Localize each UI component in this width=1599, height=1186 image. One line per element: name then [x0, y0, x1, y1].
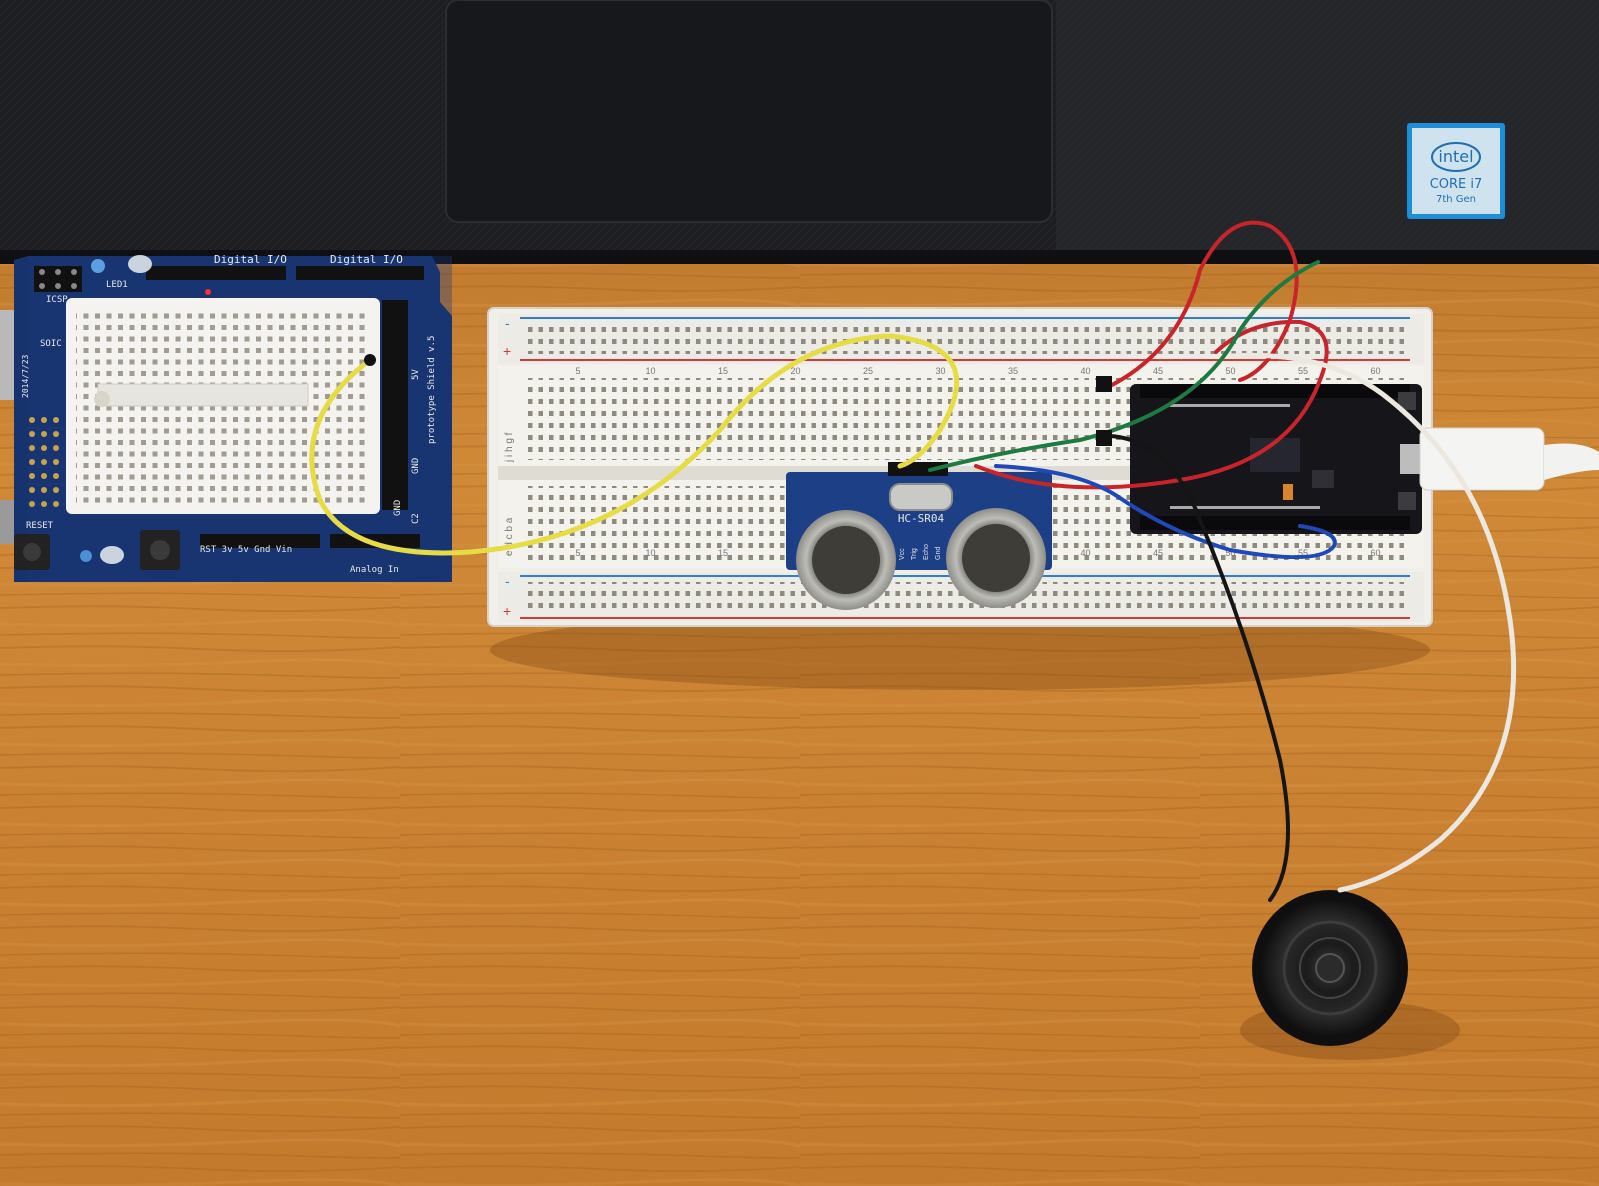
- label-digital-io-1: Digital I/O: [214, 253, 287, 266]
- column-number-55-top: 55: [1298, 366, 1308, 376]
- column-number-55-bottom: 55: [1298, 548, 1308, 558]
- label-led1: LED1: [106, 280, 128, 290]
- rail-minus-top: -: [505, 315, 510, 331]
- column-number-5-top: 5: [575, 366, 580, 376]
- column-number-15-top: 15: [718, 366, 728, 376]
- clear-led-bottom: [100, 546, 124, 564]
- intel-line2: 7th Gen: [1436, 194, 1476, 205]
- wire-white: [1229, 352, 1517, 893]
- proto-pads-left: [29, 417, 59, 507]
- intel-badge: intel CORE i7 7th Gen: [1407, 123, 1505, 219]
- column-number-40-bottom: 40: [1080, 548, 1090, 558]
- wire-red-2: [974, 319, 1329, 490]
- column-number-50-bottom: 50: [1225, 548, 1235, 558]
- wire-green: [928, 260, 1320, 472]
- label-analog-in: Analog In: [350, 565, 399, 575]
- label-5v: 5V: [411, 369, 421, 380]
- blue-led-bottom: [80, 550, 92, 562]
- nodemcu-button-2: [1398, 492, 1416, 510]
- wire-yellow: [309, 333, 960, 556]
- nodemcu-board: [1130, 384, 1422, 534]
- row-letters-top: j i h g f: [504, 432, 515, 463]
- laptop-right-side: [1056, 0, 1599, 250]
- sensor-model-label: HC-SR04: [898, 512, 945, 525]
- label-gnd-2: GND: [393, 500, 403, 516]
- column-number-10-bottom: 10: [645, 548, 655, 558]
- intel-brand: intel: [1438, 147, 1473, 166]
- sensor-pin-trig: Trig: [911, 548, 918, 560]
- label-digital-io-2: Digital I/O: [330, 253, 403, 266]
- label-model: prototype Shield v.5: [427, 336, 437, 444]
- nodemcu-button-1: [1398, 392, 1416, 410]
- label-reset: RESET: [26, 521, 54, 531]
- column-number-35-top: 35: [1008, 366, 1018, 376]
- column-number-60-top: 60: [1370, 366, 1380, 376]
- rail-plus-bottom: +: [503, 603, 511, 619]
- laptop-touchpad: [445, 0, 1053, 223]
- clear-led-top: [128, 255, 152, 273]
- header-socket-top-2: [296, 266, 424, 280]
- mini-breadboard-channel: [97, 383, 309, 407]
- column-number-30-top: 30: [935, 366, 945, 376]
- wire-red-1: [1108, 220, 1299, 388]
- label-c2: C2: [411, 513, 421, 524]
- header-socket-bottom-1: [200, 534, 320, 548]
- sensor-pin-vcc: Vcc: [899, 548, 906, 560]
- sensor-pin-labels: Vcc Trig Echo Gnd: [899, 544, 942, 560]
- header-socket-right: [382, 300, 408, 510]
- arduino-prototype-shield: Digital I/O Digital I/O ICSP SOIC LED1 R…: [0, 253, 452, 582]
- usb-cable: [1419, 427, 1599, 491]
- column-number-45-bottom: 45: [1153, 548, 1163, 558]
- blue-led: [91, 259, 105, 273]
- header-socket-top-1: [146, 266, 286, 280]
- nodemcu-regulator: [1312, 470, 1334, 488]
- nodemcu-micro-usb: [1400, 444, 1420, 474]
- breadboard-shadow: [490, 610, 1430, 690]
- column-number-5-bottom: 5: [575, 548, 580, 558]
- column-number-60-bottom: 60: [1370, 548, 1380, 558]
- label-gnd: GND: [411, 458, 421, 474]
- column-number-15-bottom: 15: [718, 548, 728, 558]
- column-number-50-top: 50: [1225, 366, 1235, 376]
- label-power-pins: RST 3v 5v Gnd Vin: [200, 545, 292, 555]
- header-socket-bottom-2: [330, 534, 420, 548]
- column-number-10-top: 10: [645, 366, 655, 376]
- label-soic: SOIC: [40, 339, 62, 349]
- column-number-25-top: 25: [863, 366, 873, 376]
- wire-blue: [994, 464, 1337, 560]
- rail-plus-top: +: [503, 343, 511, 359]
- speaker: [1252, 890, 1408, 1046]
- ultrasonic-sensor: HC-SR04 Vcc Trig Echo Gnd: [786, 462, 1052, 610]
- column-number-40-top: 40: [1080, 366, 1090, 376]
- wire-black: [1108, 434, 1290, 902]
- intel-line1: CORE i7: [1430, 177, 1483, 192]
- column-number-45-top: 45: [1153, 366, 1163, 376]
- label-icsp: ICSP: [46, 295, 68, 305]
- rail-minus-bottom: -: [505, 573, 510, 589]
- sensor-pin-gnd: Gnd: [935, 547, 942, 560]
- sensor-pin-echo: Echo: [923, 544, 930, 560]
- nodemcu-capacitor: [1283, 484, 1293, 500]
- column-number-20-top: 20: [790, 366, 800, 376]
- row-letters-bottom: e d c b a: [504, 517, 515, 556]
- red-power-led: [205, 289, 211, 295]
- laptop: intel CORE i7 7th Gen: [0, 0, 1599, 264]
- label-date: 2014/7/23: [21, 354, 30, 398]
